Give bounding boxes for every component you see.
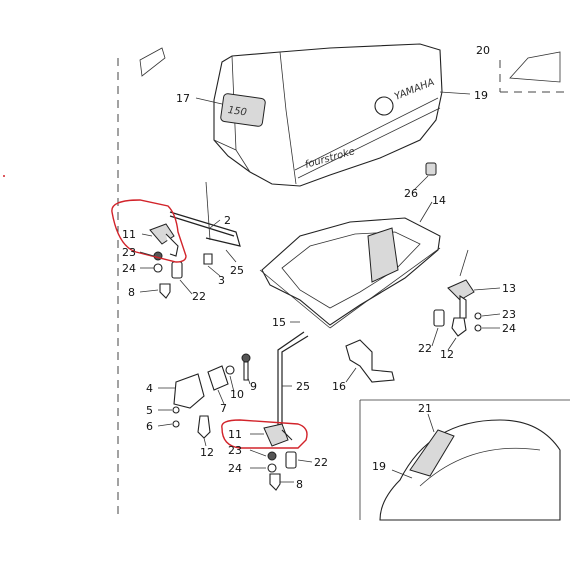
hp-badge-text: 150 xyxy=(227,105,247,119)
top-cowling: 150 YAMAHA fourstroke xyxy=(213,43,443,187)
callout-23-right: 23 xyxy=(502,308,516,321)
callout-9: 9 xyxy=(250,380,257,393)
boundary-lines xyxy=(117,58,570,520)
callout-22-upper: 22 xyxy=(192,290,206,303)
callout-3: 3 xyxy=(218,274,225,287)
callout-25-lower: 25 xyxy=(296,380,310,393)
callout-4: 4 xyxy=(146,382,153,395)
callout-23-lower: 23 xyxy=(228,444,242,457)
inset-lower-right xyxy=(359,399,570,521)
stray-mark xyxy=(3,175,5,177)
callout-10: 10 xyxy=(230,388,244,401)
callout-17: 17 xyxy=(176,92,190,105)
callout-2: 2 xyxy=(224,214,231,227)
callout-7: 7 xyxy=(220,402,227,415)
callout-19-inset: 19 xyxy=(372,460,386,473)
callout-20: 20 xyxy=(476,44,490,57)
callout-labels: 17 19 20 26 14 2 11 23 24 8 22 3 25 13 2… xyxy=(122,44,516,491)
callout-15: 15 xyxy=(272,316,286,329)
upper-joint-group xyxy=(149,223,213,299)
callout-8-lower: 8 xyxy=(296,478,303,491)
callout-5: 5 xyxy=(146,404,153,417)
hose-25-upper xyxy=(169,181,241,247)
part-14-seal-frame xyxy=(259,217,441,329)
partial-part-outline xyxy=(139,47,166,77)
callout-24-upper: 24 xyxy=(122,262,136,275)
callout-21: 21 xyxy=(418,402,432,415)
callout-24-lower: 24 xyxy=(228,462,242,475)
hose-25-lower xyxy=(277,331,309,432)
callout-11-upper: 11 xyxy=(122,228,136,241)
callout-11-lower: 11 xyxy=(228,428,242,441)
callout-14: 14 xyxy=(432,194,446,207)
callout-24-right: 24 xyxy=(502,322,516,335)
callout-23-upper: 23 xyxy=(122,246,136,259)
lower-joint-group xyxy=(263,423,297,491)
callout-12-lower: 12 xyxy=(200,446,214,459)
highlight-ring-lower xyxy=(221,419,308,449)
callout-25-upper: 25 xyxy=(230,264,244,277)
callout-6: 6 xyxy=(146,420,153,433)
leader-lines xyxy=(139,91,501,483)
callout-22-right: 22 xyxy=(418,342,432,355)
callout-19: 19 xyxy=(474,89,488,102)
part-26-clip xyxy=(425,162,437,176)
right-joint-group xyxy=(433,249,482,337)
callout-22-lower: 22 xyxy=(314,456,328,469)
part-16-bracket xyxy=(345,339,395,383)
callout-26: 26 xyxy=(404,187,418,200)
lower-bracket-group xyxy=(172,353,251,439)
callout-13: 13 xyxy=(502,282,516,295)
callout-12-right: 12 xyxy=(440,348,454,361)
highlight-ring-upper xyxy=(111,199,187,263)
callout-16: 16 xyxy=(332,380,346,393)
inset-partial-outline xyxy=(509,51,561,83)
callout-8-upper: 8 xyxy=(128,286,135,299)
